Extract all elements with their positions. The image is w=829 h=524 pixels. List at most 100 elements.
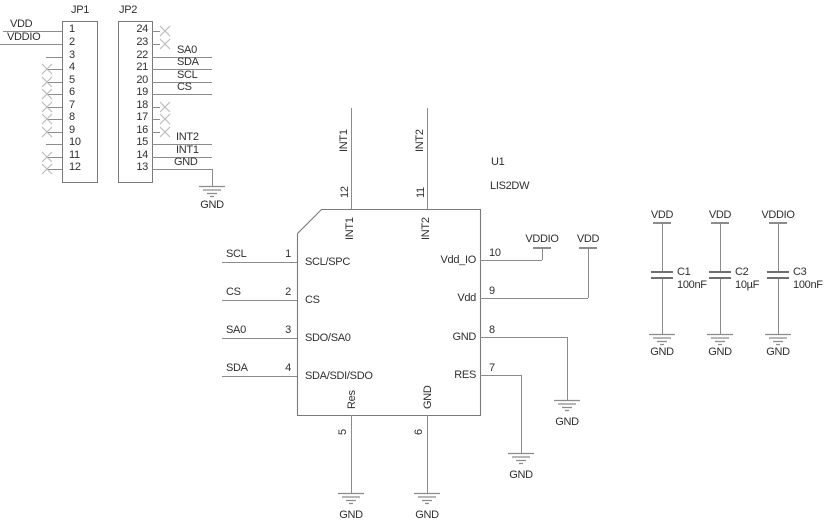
c3-plate-top: [767, 271, 789, 273]
wire-cs: [152, 94, 212, 95]
no-connect-icon: [41, 126, 53, 138]
gnd-label: GND: [509, 469, 533, 481]
gnd-symbol: [707, 333, 733, 346]
pin-stub: [152, 119, 160, 120]
no-connect-icon: [159, 126, 171, 138]
no-connect-icon: [41, 88, 53, 100]
pin-stub: [152, 132, 160, 133]
net-label-vddio: VDDIO: [7, 31, 41, 43]
wire-c3-bottom: [778, 279, 779, 334]
c3-value: 100nF: [793, 279, 823, 291]
jp2-pin-number: 21: [136, 61, 148, 73]
gnd-label: GND: [339, 509, 363, 521]
supply-bar-vdd: [653, 222, 671, 224]
wire-res: [480, 375, 522, 376]
wire-gnd: [212, 169, 213, 186]
c2-plate-bottom: [709, 277, 731, 279]
jp2-pin-number: 19: [136, 86, 148, 98]
net-label-sda: SDA: [177, 56, 199, 68]
gnd-symbol: [649, 333, 675, 346]
pin-stub: [46, 82, 62, 83]
u1-pin-name-int2: INT2: [420, 217, 432, 240]
no-connect-icon: [41, 76, 53, 88]
c1-refdes: C1: [677, 266, 691, 278]
gnd-symbol: [414, 492, 440, 505]
wire-c1-top: [662, 224, 663, 271]
wire-scl: [222, 262, 297, 263]
gnd-symbol: [765, 333, 791, 346]
net-label-vddio: VDDIO: [525, 233, 559, 245]
u1-pin-name-gnd-bottom: GND: [422, 385, 434, 409]
net-label-cs: CS: [226, 286, 241, 298]
wire-sda: [222, 376, 297, 377]
gnd-label: GND: [200, 199, 224, 211]
pin-stub: [46, 132, 62, 133]
wire-gnd: [480, 337, 568, 338]
gnd-symbol: [199, 185, 225, 198]
no-connect-icon: [41, 101, 53, 113]
wire-sa0: [152, 57, 212, 58]
jp1-pin-number: 7: [69, 99, 75, 111]
u1-pin-name-vddio: Vdd_IO: [440, 254, 476, 266]
pin-stub: [152, 107, 160, 108]
net-label-cs: CS: [177, 81, 192, 93]
c3-plate-bottom: [767, 277, 789, 279]
jp1-pin-number: 2: [69, 36, 75, 48]
c2-value: 10µF: [735, 279, 760, 291]
jp1-pin-number: 3: [69, 49, 75, 61]
no-connect-icon: [41, 113, 53, 125]
c3-refdes: C3: [793, 266, 807, 278]
pin-stub: [46, 157, 62, 158]
wire-gnd: [427, 415, 428, 493]
c1-value: 100nF: [677, 279, 707, 291]
jp1-pin-number: 5: [69, 74, 75, 86]
gnd-label: GND: [650, 346, 674, 358]
wire-int2: [427, 108, 428, 209]
wire-c2-bottom: [720, 279, 721, 334]
no-connect-icon: [41, 63, 53, 75]
no-connect-icon: [159, 25, 171, 37]
wire-gnd: [152, 169, 213, 170]
u1-pin-name-vdd: Vdd: [457, 292, 476, 304]
wire-int1: [152, 157, 212, 158]
u1-pin-name-sclspc: SCL/SPC: [305, 256, 350, 268]
wire-c3-top: [778, 224, 779, 271]
wire-res: [351, 415, 352, 493]
pin-stub: [46, 169, 62, 170]
gnd-symbol: [338, 492, 364, 505]
jp2-pin-number: 17: [136, 111, 148, 123]
jp2-body: [118, 21, 153, 183]
no-connect-icon: [159, 38, 171, 50]
u1-pin-number: 8: [489, 324, 495, 336]
wire-sa0: [222, 338, 297, 339]
supply-bar-vddio: [769, 222, 787, 224]
supply-bar-vdd: [711, 222, 729, 224]
u1-pin-number: 10: [489, 247, 501, 259]
wire-vddio: [480, 260, 542, 261]
jp1-pin-number: 9: [69, 124, 75, 136]
u1-pin-number: 1: [285, 248, 291, 260]
pin-stub: [46, 69, 62, 70]
u1-pin-name-res: Res: [346, 390, 358, 409]
wire-scl: [152, 82, 212, 83]
pin-stub: [152, 31, 160, 32]
u1-outline: [296, 208, 482, 417]
no-connect-icon: [159, 113, 171, 125]
jp2-pin-number: 22: [136, 49, 148, 61]
u1-pin-name-cs: CS: [305, 294, 320, 306]
wire-res: [521, 375, 522, 453]
wire-vddio: [542, 249, 543, 260]
c2-plate-top: [709, 271, 731, 273]
net-label-int1: INT1: [176, 144, 199, 156]
wire-vdd: [3, 31, 62, 32]
supply-bar-vdd: [579, 247, 597, 249]
wire-c2-top: [720, 224, 721, 271]
c1-plate-bottom: [651, 277, 673, 279]
u1-refdes: U1: [491, 156, 505, 168]
jp2-pin-number: 15: [136, 136, 148, 148]
u1-pin-name-gnd: GND: [452, 331, 476, 343]
jp1-pin-number: 4: [69, 61, 75, 73]
jp1-pin-number: 1: [69, 23, 75, 35]
net-label-int2: INT2: [414, 129, 426, 152]
